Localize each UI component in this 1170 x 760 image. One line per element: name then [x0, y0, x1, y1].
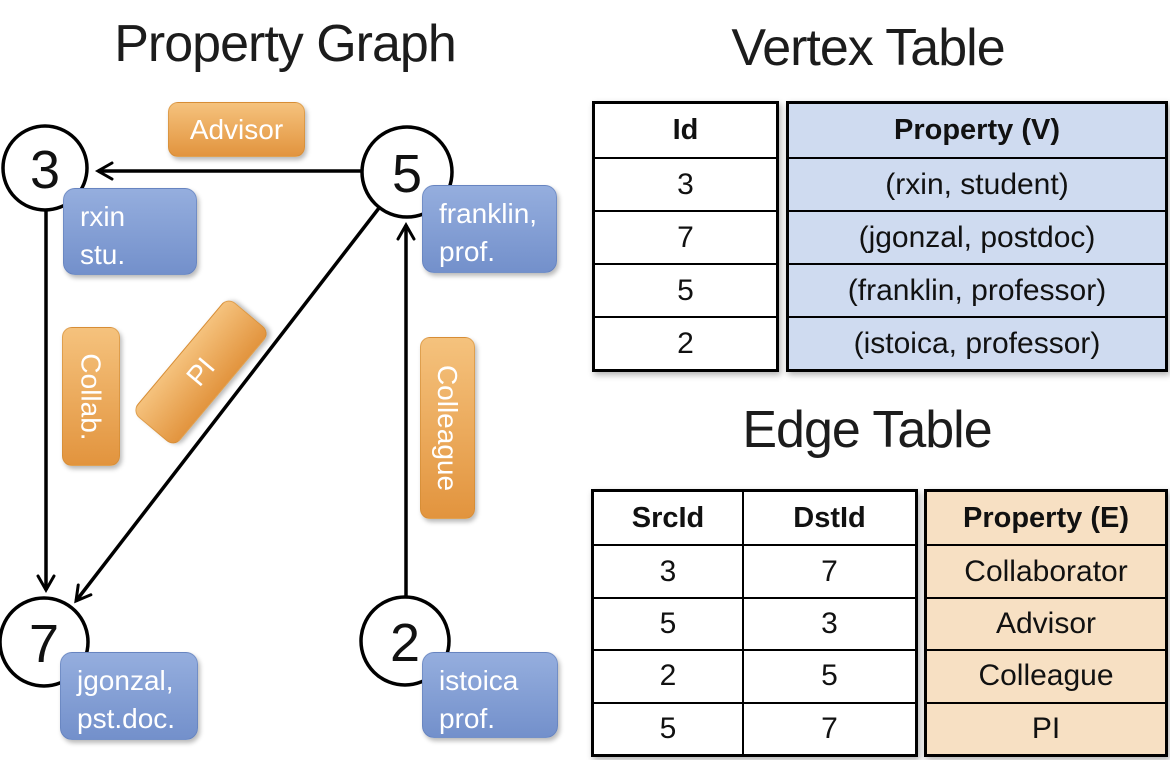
vertex-box-rxin-line2: stu.	[80, 238, 126, 270]
edge-table-src-dst-columns: SrcId DstId 3 7 5 3 2 5 5 7	[591, 489, 918, 757]
vertex-table-id-column: Id 3 7 5 2	[592, 101, 779, 372]
vertex-property-header: Property (V)	[894, 114, 1060, 146]
edge-src-cell: 5	[594, 596, 742, 649]
edge-property-header: Property (E)	[963, 501, 1129, 534]
edge-label-pi: PI	[131, 296, 271, 448]
vertex-box-jgonzal: jgonzal, pst.doc.	[60, 652, 198, 740]
property-graph-title: Property Graph	[114, 15, 456, 73]
vertex-table-title: Vertex Table	[731, 19, 1005, 77]
edge-src-cell: 3	[594, 544, 742, 596]
edge-label-pi-text: PI	[180, 351, 221, 392]
edge-dst-cell: 7	[742, 544, 915, 597]
vertex-id-cell: 3	[595, 157, 776, 210]
edge-property-cell: Advisor	[927, 596, 1165, 649]
vertex-box-franklin-line2: prof.	[439, 235, 496, 267]
edge-property-cell: Colleague	[927, 649, 1165, 701]
vertex-id-cell: 2	[595, 316, 776, 369]
edge-label-colleague: Colleague	[420, 337, 475, 519]
edge-src-cell: 5	[594, 701, 742, 754]
edge-dst-cell: 3	[742, 596, 915, 650]
edge-label-collab: Collab.	[62, 327, 120, 466]
vertex-property-cell: (jgonzal, postdoc)	[789, 210, 1165, 263]
edge-dst-header: DstId	[742, 492, 915, 545]
node-id-5: 5	[391, 144, 423, 204]
vertex-box-rxin-line1: rxin	[80, 201, 126, 232]
edge-dst-cell: 5	[742, 649, 915, 702]
vertex-id-cell: 5	[595, 263, 776, 316]
vertex-box-jgonzal-line1: jgonzal,	[77, 665, 174, 696]
vertex-box-istoica: istoica prof.	[422, 652, 558, 738]
edge-table-title: Edge Table	[742, 401, 992, 459]
node-id-7: 7	[28, 614, 60, 674]
vertex-box-franklin-line1: franklin,	[439, 198, 538, 229]
edge-label-advisor: Advisor	[168, 102, 305, 157]
vertex-box-istoica-line1: istoica	[439, 665, 519, 696]
edge-property-cell: PI	[927, 701, 1165, 754]
edge-property-cell: Collaborator	[927, 544, 1165, 596]
edge-label-collab-text: Collab.	[76, 352, 108, 441]
edge-src-header: SrcId	[631, 501, 705, 534]
edge-dst-cell: 7	[742, 701, 915, 754]
vertex-box-rxin: rxin stu.	[63, 188, 197, 275]
vertex-table-property-column: Property (V) (rxin, student) (jgonzal, p…	[786, 101, 1168, 372]
edge-src-cell: 2	[594, 649, 742, 701]
vertex-box-jgonzal-line2: pst.doc.	[77, 702, 176, 734]
vertex-id-header: Id	[672, 114, 699, 146]
node-id-2: 2	[389, 613, 421, 673]
vertex-box-franklin: franklin, prof.	[422, 185, 557, 273]
edge-table-property-column: Property (E) Collaborator Advisor Collea…	[924, 489, 1168, 757]
edge-label-colleague-text: Colleague	[432, 364, 464, 492]
node-id-3: 3	[29, 140, 61, 200]
vertex-property-cell: (rxin, student)	[789, 157, 1165, 210]
vertex-property-cell: (istoica, professor)	[789, 316, 1165, 369]
vertex-id-cell: 7	[595, 210, 776, 263]
vertex-box-istoica-line2: prof.	[439, 702, 496, 734]
vertex-property-cell: (franklin, professor)	[789, 263, 1165, 316]
edge-label-advisor-text: Advisor	[189, 113, 284, 145]
